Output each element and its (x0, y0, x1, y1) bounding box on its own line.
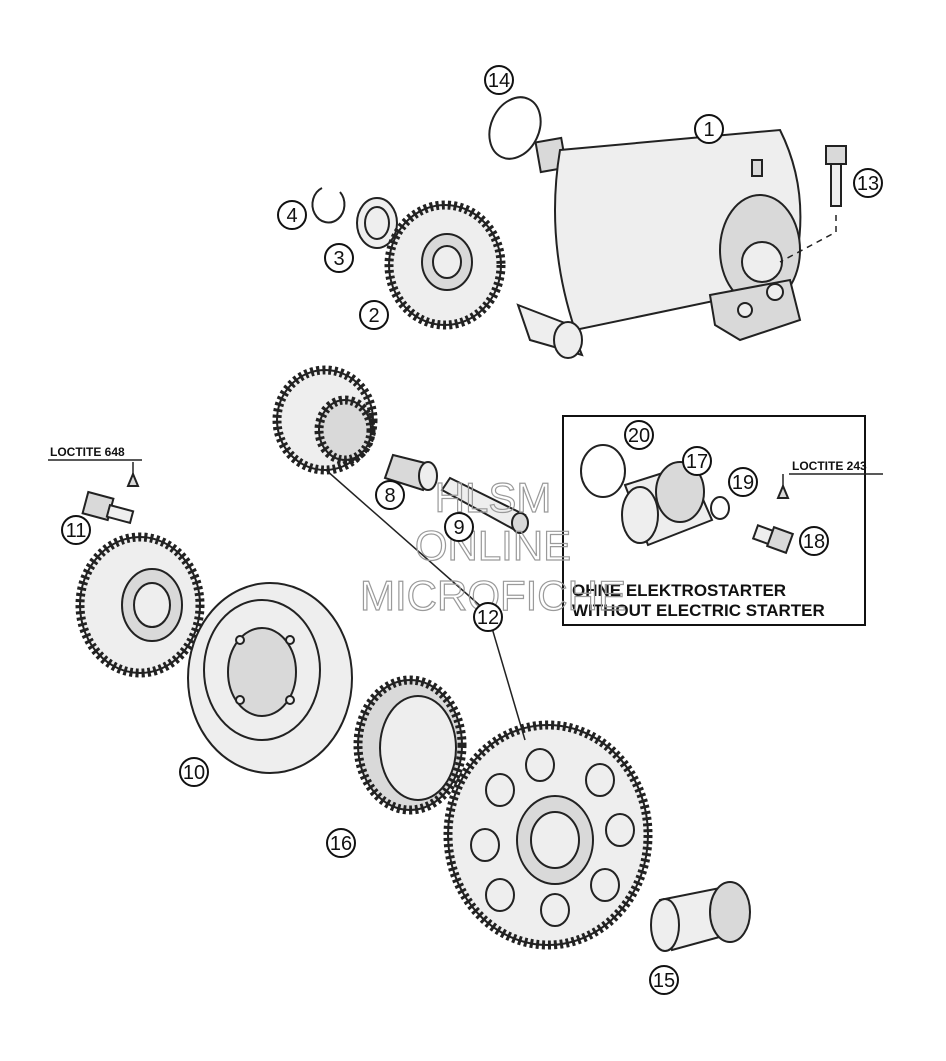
callout-1: 1 (694, 114, 724, 144)
svg-text:17: 17 (686, 451, 708, 473)
svg-text:13: 13 (857, 173, 879, 195)
bolt-part-15 (779, 145, 847, 263)
callout-12: 15 (649, 965, 679, 995)
inset-box (562, 415, 866, 626)
svg-text:19: 19 (732, 472, 754, 494)
callout-15: 13 (853, 168, 883, 198)
bolt-part-11 (81, 462, 140, 525)
svg-text:15: 15 (653, 970, 675, 992)
callout-8: 8 (375, 480, 405, 510)
clutch-housing-part-10 (187, 582, 353, 774)
gear-shaft (516, 303, 584, 359)
svg-text:18: 18 (803, 531, 825, 553)
svg-text:2: 2 (368, 305, 379, 327)
callout-16: 14 (484, 65, 514, 95)
callout-2: 2 (359, 300, 389, 330)
callout-3: 3 (324, 243, 354, 273)
callout-14: 12 (473, 602, 503, 632)
o-ring-part-16 (488, 96, 542, 160)
bearing-part-12 (650, 881, 751, 952)
svg-text:3: 3 (333, 248, 344, 270)
svg-text:10: 10 (183, 762, 205, 784)
callout-17: 17 (682, 446, 712, 476)
callout-10: 10 (179, 757, 209, 787)
svg-text:11: 11 (66, 520, 87, 542)
callout-18: 18 (799, 526, 829, 556)
svg-text:8: 8 (384, 485, 395, 507)
idler-gear-part-2 (384, 200, 506, 330)
callout-20: 20 (624, 420, 654, 450)
callout-4: 4 (277, 200, 307, 230)
big-starter-gear-part-14 (443, 720, 653, 950)
inset-washer-part-19 (710, 496, 730, 520)
starter-motor-part-1 (534, 128, 802, 342)
inset-o-ring-part-20 (580, 444, 626, 498)
watermark-line-2: ONLINE (415, 522, 571, 569)
pin-part-9 (440, 476, 529, 534)
svg-text:12: 12 (477, 607, 499, 629)
svg-text:9: 9 (453, 517, 464, 539)
inset-title-de: OHNE ELEKTROSTARTER (572, 581, 786, 600)
starter-gear-left (75, 532, 205, 678)
svg-text:20: 20 (628, 425, 650, 447)
circlip-part-4 (311, 187, 346, 224)
callout-11: 11 (61, 515, 91, 545)
svg-text:14: 14 (488, 70, 510, 92)
callout-19: 19 (728, 467, 758, 497)
leader-lines (325, 469, 526, 741)
needle-bearing-part-8 (383, 453, 438, 492)
double-gear (272, 365, 378, 475)
svg-text:4: 4 (286, 205, 297, 227)
inset-bolt-part-18 (751, 474, 795, 555)
inset-title-en: WITHOUT ELECTRIC STARTER (572, 601, 825, 620)
callout-9: 9 (444, 512, 474, 542)
loctite-648-label: LOCTITE 648 (50, 445, 125, 459)
loctite-243-label: LOCTITE 243 (792, 459, 867, 473)
svg-text:16: 16 (330, 833, 352, 855)
freewheel-part-13 (353, 675, 467, 815)
washer-part-3 (356, 197, 398, 249)
callout-13: 16 (326, 828, 356, 858)
inset-sleeve-part-17 (621, 461, 714, 547)
svg-text:1: 1 (703, 119, 714, 141)
